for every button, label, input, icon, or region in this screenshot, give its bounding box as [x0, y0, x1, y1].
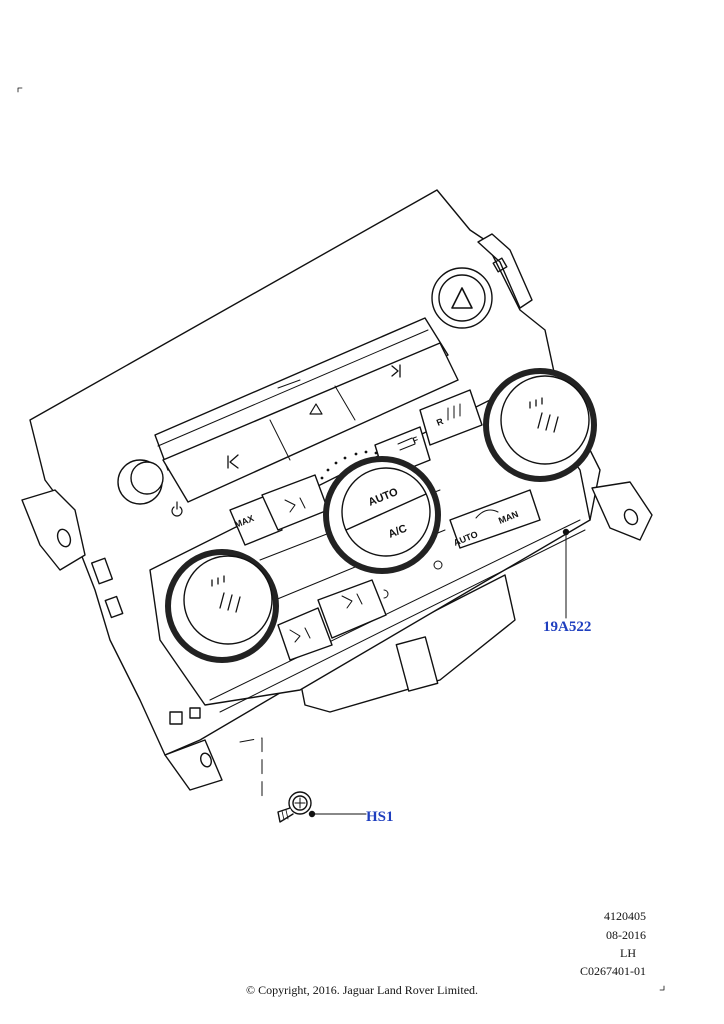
corner-mark [659, 985, 665, 991]
cd-slot [157, 329, 429, 447]
hazard-button [438, 274, 486, 322]
volume-knob-cap [130, 461, 164, 495]
car-recirc-icon [475, 509, 499, 519]
skip-forward-icon [391, 364, 401, 378]
rear-sensor-icon [383, 589, 389, 599]
recirc-button [449, 489, 541, 549]
right-temp-knob [500, 375, 590, 465]
seat-heat-waves-icon [529, 397, 543, 409]
right-mount-hole [623, 508, 639, 526]
rear-heater-icon [447, 403, 461, 421]
face-vent-button-center [317, 579, 387, 639]
chassis-tab [395, 636, 439, 692]
callout-19a522[interactable]: 19A522 [543, 619, 592, 635]
seat-heat-waves-icon [211, 575, 225, 587]
left-mount-hole [56, 528, 72, 548]
left-seat-heater-icon [219, 592, 241, 613]
strip-divider [277, 379, 301, 389]
leader-dot [562, 528, 570, 536]
leader-dot [308, 810, 316, 818]
bottom-left-bracket [164, 739, 223, 791]
drawing-date: 08-2016 [606, 928, 646, 942]
vent-icon [284, 497, 306, 513]
left-clip [104, 595, 124, 619]
bracket-slot [492, 257, 508, 273]
screw-hs1 [277, 791, 312, 823]
right-side-bracket [591, 481, 653, 541]
callout-hs1[interactable]: HS1 [366, 809, 394, 825]
fan-icon [433, 560, 443, 570]
front-defrost-label: F [411, 434, 420, 446]
power-icon [171, 501, 183, 517]
illustration-number: 4120405 [604, 909, 646, 923]
vent-icon [341, 593, 363, 609]
hazard-button-ring [431, 267, 493, 329]
left-temp-knob [183, 555, 273, 645]
temperature-indicator-dots [320, 450, 378, 480]
left-clip [90, 557, 114, 585]
left-clip [189, 707, 201, 719]
rear-defrost-label: R [435, 416, 445, 428]
lower-vent-button [277, 607, 333, 661]
defrost-icon [397, 437, 416, 451]
copyright-notice: © Copyright, 2016. Jaguar Land Rover Lim… [245, 983, 479, 997]
knob-split-line [345, 493, 427, 531]
catalog-reference: C0267401-01 [580, 964, 646, 978]
drawing-side: LH [620, 946, 636, 960]
climate-panel-lower-edge [209, 519, 581, 701]
hazard-triangle-icon [451, 287, 473, 309]
bottom-mount-hole [200, 752, 212, 768]
vent-icon [289, 627, 311, 643]
fastener-axis [239, 737, 263, 799]
corner-mark [17, 87, 23, 93]
media-buttons-strip [162, 342, 459, 503]
button-divider [334, 385, 356, 421]
right-top-bracket [477, 233, 533, 309]
right-seat-heater-icon [537, 412, 559, 433]
left-side-bracket [21, 489, 86, 571]
climate-panel-lower-edge [219, 529, 586, 713]
rear-defrost-button [419, 389, 483, 446]
eject-icon [309, 403, 323, 415]
skip-back-icon [227, 454, 239, 469]
left-clip [169, 711, 183, 725]
button-divider [269, 419, 291, 461]
